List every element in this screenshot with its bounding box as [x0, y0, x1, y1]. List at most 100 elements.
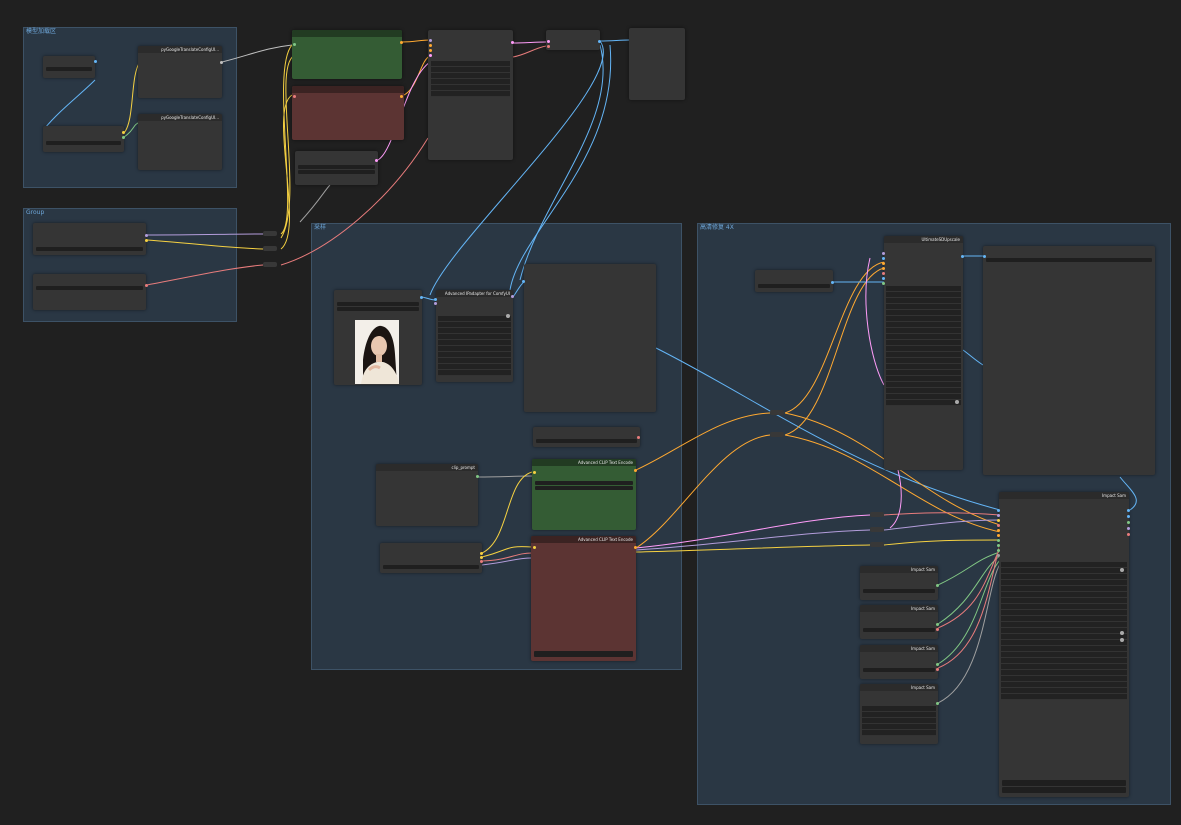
input-slot-dot[interactable]	[997, 509, 1000, 512]
input-slot-dot[interactable]	[434, 298, 437, 301]
output-slot-dot[interactable]	[1127, 509, 1130, 512]
reroute-node[interactable]	[263, 262, 277, 267]
reroute-node[interactable]	[770, 432, 784, 437]
node-preview-image-2[interactable]	[524, 264, 656, 412]
input-slot-dot[interactable]	[533, 546, 536, 549]
slider-knob[interactable]	[1120, 631, 1124, 635]
widget[interactable]	[36, 286, 143, 290]
reroute-node[interactable]	[770, 410, 784, 415]
widget[interactable]	[863, 589, 935, 593]
output-slot-dot[interactable]	[145, 234, 148, 237]
input-slot-dot[interactable]	[429, 44, 432, 47]
input-slot-dot[interactable]	[882, 262, 885, 265]
widget[interactable]	[535, 486, 633, 490]
output-slot-dot[interactable]	[511, 41, 514, 44]
input-slot-dot[interactable]	[882, 272, 885, 275]
node-vae-loader[interactable]	[43, 126, 124, 152]
output-slot-dot[interactable]	[480, 560, 483, 563]
output-slot-dot[interactable]	[476, 475, 479, 478]
node-advanced-clip-positive[interactable]: Advanced CLIP Text Encode	[532, 459, 636, 530]
slider-knob[interactable]	[1120, 568, 1124, 572]
input-slot-dot[interactable]	[997, 529, 1000, 532]
widget[interactable]	[46, 141, 121, 145]
node-lora-loader-2[interactable]: pyGoogleTranslateConfigUI...	[138, 114, 222, 170]
output-slot-dot[interactable]	[831, 281, 834, 284]
input-slot-dot[interactable]	[882, 252, 885, 255]
node-preview-image[interactable]	[629, 28, 685, 100]
widget[interactable]	[863, 668, 935, 672]
output-slot-dot[interactable]	[936, 668, 939, 671]
output-slot-dot[interactable]	[122, 136, 125, 139]
input-slot-dot[interactable]	[997, 534, 1000, 537]
node-prompt-negative[interactable]	[33, 274, 146, 310]
slider-knob[interactable]	[506, 314, 510, 318]
output-slot-dot[interactable]	[936, 663, 939, 666]
node-clip-text-encode-negative[interactable]	[292, 86, 404, 140]
input-slot-dot[interactable]	[997, 519, 1000, 522]
input-slot-dot[interactable]	[882, 267, 885, 270]
slider-knob[interactable]	[955, 400, 959, 404]
output-slot-dot[interactable]	[1127, 533, 1130, 536]
node-prompt-positive[interactable]	[33, 223, 146, 255]
input-slot-dot[interactable]	[522, 280, 525, 283]
node-ultimate-sd-upscale[interactable]: UltimateSDUpscale	[884, 236, 963, 470]
node-seed[interactable]	[533, 427, 640, 447]
node-preview-image-3[interactable]	[983, 246, 1155, 475]
input-slot-dot[interactable]	[293, 43, 296, 46]
widget[interactable]	[1002, 780, 1126, 786]
output-slot-dot[interactable]	[220, 61, 223, 64]
input-slot-dot[interactable]	[997, 539, 1000, 542]
output-slot-dot[interactable]	[480, 552, 483, 555]
input-slot-dot[interactable]	[293, 95, 296, 98]
node-impact-sam-4[interactable]: Impact Sam	[860, 684, 938, 744]
widget[interactable]	[758, 284, 830, 288]
input-slot-dot[interactable]	[429, 49, 432, 52]
widget[interactable]	[986, 258, 1152, 262]
output-slot-dot[interactable]	[511, 295, 514, 298]
output-slot-dot[interactable]	[400, 95, 403, 98]
widget[interactable]	[298, 170, 375, 174]
input-slot-dot[interactable]	[997, 524, 1000, 527]
node-clip-prompt[interactable]: clip_prompt	[376, 464, 478, 526]
input-slot-dot[interactable]	[429, 54, 432, 57]
output-slot-dot[interactable]	[480, 556, 483, 559]
input-slot-dot[interactable]	[997, 514, 1000, 517]
output-slot-dot[interactable]	[598, 40, 601, 43]
input-slot-dot[interactable]	[547, 40, 550, 43]
input-slot-dot[interactable]	[997, 549, 1000, 552]
node-empty-latent[interactable]	[295, 151, 378, 185]
input-slot-dot[interactable]	[429, 39, 432, 42]
output-slot-dot[interactable]	[94, 60, 97, 63]
input-slot-dot[interactable]	[882, 277, 885, 280]
input-slot-dot[interactable]	[533, 471, 536, 474]
node-upscale-model-loader[interactable]	[755, 270, 833, 292]
output-slot-dot[interactable]	[634, 546, 637, 549]
output-slot-dot[interactable]	[1127, 521, 1130, 524]
node-ksampler[interactable]	[428, 30, 513, 160]
widget[interactable]	[536, 439, 637, 443]
output-slot-dot[interactable]	[1127, 527, 1130, 530]
reroute-node[interactable]	[263, 231, 277, 236]
widget[interactable]	[337, 302, 419, 306]
input-slot-dot[interactable]	[983, 255, 986, 258]
node-clip-text-encode-positive[interactable]	[292, 30, 402, 79]
output-slot-dot[interactable]	[122, 131, 125, 134]
widget[interactable]	[863, 628, 935, 632]
output-slot-dot[interactable]	[420, 296, 423, 299]
output-slot-dot[interactable]	[936, 623, 939, 626]
widget[interactable]	[298, 165, 375, 169]
node-impact-sam-2[interactable]: Impact Sam	[860, 605, 938, 639]
slider-knob[interactable]	[1120, 638, 1124, 642]
output-slot-dot[interactable]	[961, 255, 964, 258]
output-slot-dot[interactable]	[375, 159, 378, 162]
node-lora-loader-1[interactable]: pyGoogleTranslateConfigUI...	[138, 46, 222, 98]
input-slot-dot[interactable]	[547, 45, 550, 48]
input-slot-dot[interactable]	[882, 257, 885, 260]
group-title[interactable]: 高清修复 4X	[700, 224, 734, 231]
widget[interactable]	[46, 67, 92, 71]
input-slot-dot[interactable]	[997, 544, 1000, 547]
output-slot-dot[interactable]	[1127, 515, 1130, 518]
widget[interactable]	[1002, 787, 1126, 793]
node-checkpoint-loader[interactable]	[43, 56, 95, 78]
